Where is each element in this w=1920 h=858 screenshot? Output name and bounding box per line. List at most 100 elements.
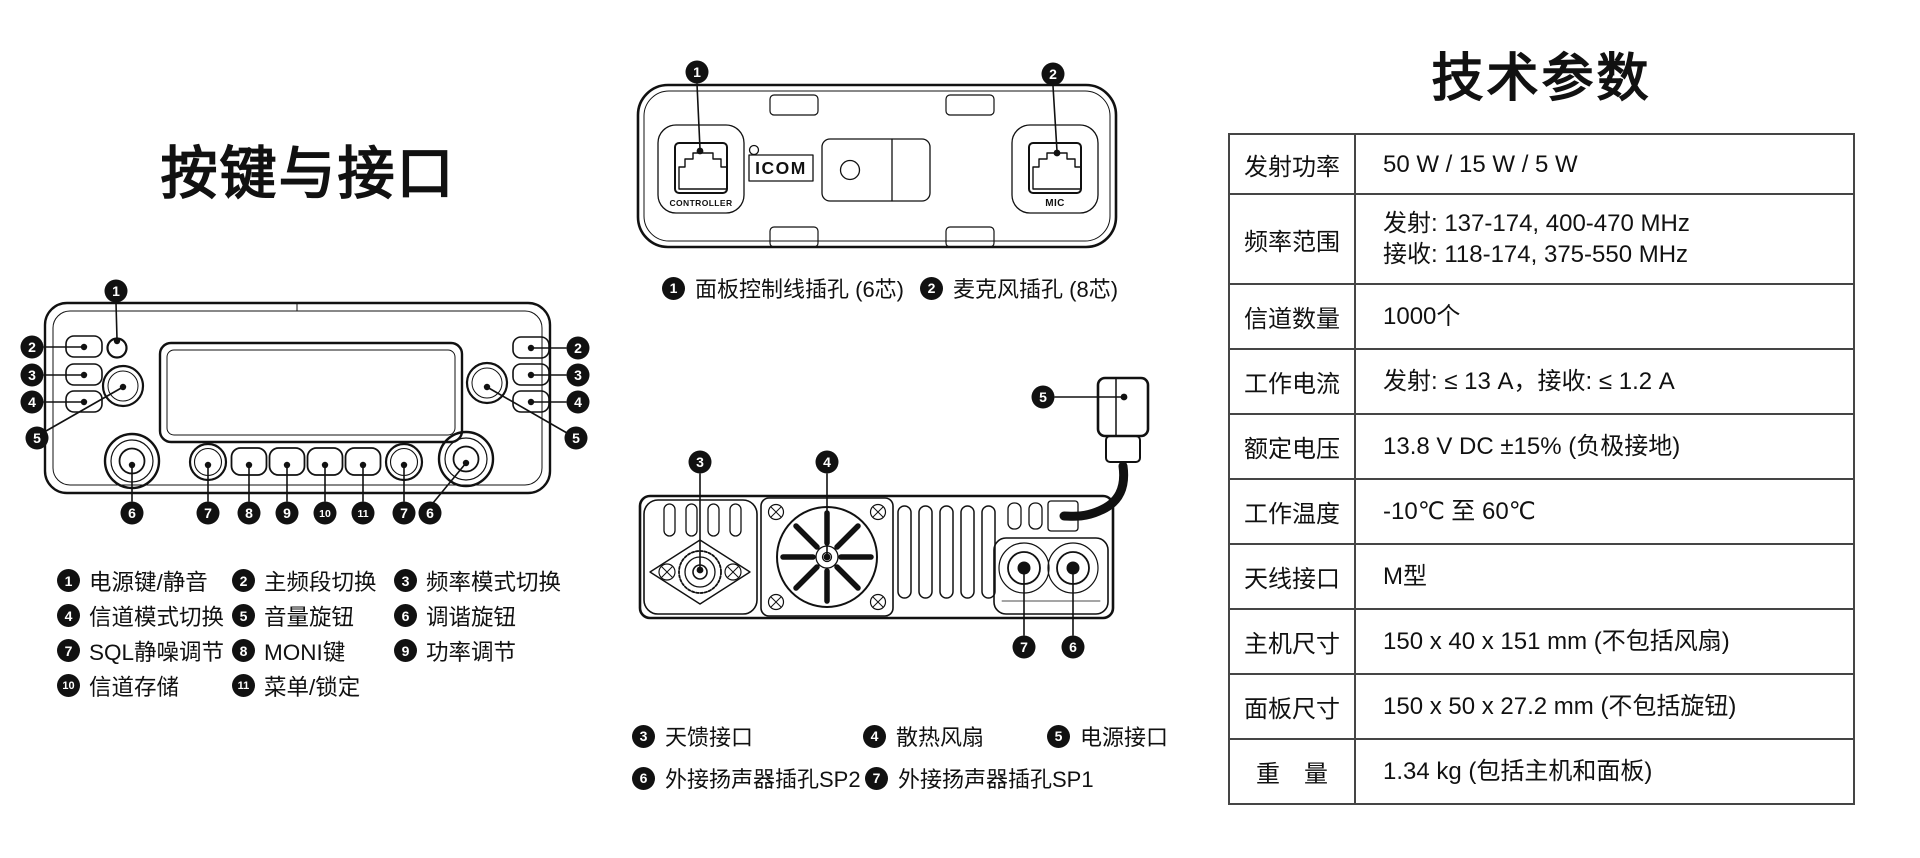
svg-text:6: 6 [1069, 639, 1077, 655]
callout-badge-9: 9 [275, 501, 299, 525]
power-connector [1059, 376, 1150, 521]
mic-jack: MIC [1011, 124, 1099, 214]
callout-badge-7: 7 [196, 501, 220, 525]
caption-label: 外接扬声器插孔SP2 [665, 767, 861, 792]
spec-value: 13.8 V DC ±15% (负极接地) [1356, 415, 1853, 478]
callout-badge-5: 5 [232, 604, 255, 627]
specs-title: 技术参数 [1431, 50, 1652, 108]
legend-label: 调谐旋钮 [426, 604, 517, 630]
callout-badge-9: 9 [394, 639, 417, 662]
caption-label: 电源接口 [1080, 725, 1169, 750]
callout-badge-7: 7 [865, 766, 888, 790]
front-panel-diagram: 1 2 3 4 5 2 3 4 5 6 7 8 9 10 11 7 6 [20, 279, 590, 525]
callout-badge-3: 3 [394, 569, 417, 592]
leader-lines [696, 83, 1061, 157]
spec-value-text: 150 x 50 x 27.2 mm (不包括旋钮) [1383, 693, 1737, 720]
spec-value-text: 50 W / 15 W / 5 W [1383, 150, 1578, 178]
table-row: 重 量 1.34 kg (包括主机和面板) [1230, 738, 1853, 803]
spec-value: -10℃ 至 60℃ [1356, 480, 1853, 543]
callout-badge-3: 3 [688, 450, 712, 474]
spec-label: 工作温度 [1230, 480, 1356, 543]
callout-badge-2: 2 [232, 569, 255, 592]
callout-badge-4: 4 [566, 390, 590, 414]
caption-item: 7 外接扬声器插孔SP1 [865, 762, 1094, 794]
power-cable [1059, 461, 1129, 521]
legend-label: SQL静噪调节 [89, 639, 225, 665]
legend-label: MONI键 [264, 639, 346, 665]
spec-value-text: 1.34 kg (包括主机和面板) [1383, 758, 1653, 785]
spec-value: 1.34 kg (包括主机和面板) [1356, 740, 1853, 803]
svg-text:1: 1 [693, 64, 701, 80]
callout-badge-1: 1 [685, 60, 709, 84]
spec-label: 天线接口 [1230, 545, 1356, 608]
callout-badge-4: 4 [863, 724, 886, 748]
caption-label: 散热风扇 [896, 725, 985, 750]
caption-label: 天馈接口 [665, 725, 754, 750]
callout-badge-4: 4 [815, 450, 839, 474]
callout-badge-2: 2 [920, 276, 944, 300]
legend-item: 6 调谐旋钮 [394, 600, 561, 632]
spec-value-text: 150 x 40 x 151 mm (不包括风扇) [1383, 628, 1730, 655]
spec-label: 信道数量 [1230, 285, 1356, 348]
volume-knob-left [101, 364, 145, 408]
callout-badge-1: 1 [662, 276, 685, 300]
svg-text:7: 7 [1020, 639, 1028, 655]
svg-text:4: 4 [823, 454, 831, 470]
svg-text:4: 4 [574, 394, 582, 410]
radio-rear-case [638, 494, 1115, 620]
callout-badge-6: 6 [394, 604, 417, 627]
svg-text:5: 5 [572, 430, 580, 446]
table-row: 发射功率 50 W / 15 W / 5 W [1230, 135, 1853, 193]
callout-badge-8: 8 [237, 501, 261, 525]
svg-text:11: 11 [357, 508, 368, 520]
callout-badge-11: 11 [351, 501, 375, 525]
speaker-jack-panel [993, 537, 1109, 615]
controller-jack: CONTROLLER [657, 124, 745, 214]
spec-label: 额定电压 [1230, 415, 1356, 478]
legend-item: 9 功率调节 [394, 635, 561, 667]
caption-label: 麦克风插孔 (8芯) [953, 277, 1119, 302]
front-panel-case [43, 301, 552, 495]
legend-item: 3 频率模式切换 [394, 565, 561, 597]
spec-label: 频率范围 [1230, 195, 1356, 283]
legend-label: 功率调节 [426, 639, 517, 665]
svg-text:5: 5 [33, 430, 41, 446]
callout-badge-10: 10 [57, 674, 80, 697]
tuning-knob-right [437, 430, 495, 488]
svg-text:5: 5 [1039, 389, 1047, 405]
svg-text:9: 9 [283, 505, 291, 521]
legend-label: 电源键/静音 [89, 569, 208, 595]
caption-label: 面板控制线插孔 (6芯) [695, 277, 905, 302]
page-title: 按键与接口 [160, 142, 456, 206]
spec-value-text: 发射: ≤ 13 A，接收: ≤ 1.2 A [1383, 368, 1675, 395]
legend-label: 信道模式切换 [89, 604, 225, 630]
spec-value-text: -10℃ 至 60℃ [1383, 498, 1536, 525]
caption-item: 4 散热风扇 [863, 720, 984, 752]
spec-value-text: M型 [1383, 563, 1427, 590]
icom-logo: ICOM [748, 144, 814, 182]
mounting-bracket [821, 138, 931, 202]
svg-text:6: 6 [128, 505, 136, 521]
panel-rear-diagram: CONTROLLER ICOM MIC 1 2 [636, 60, 1118, 249]
caption-label: 外接扬声器插孔SP1 [898, 767, 1094, 792]
callout-badge-2: 2 [1041, 62, 1065, 86]
function-buttons [230, 447, 382, 476]
vent-slots [897, 500, 1079, 599]
spec-label: 重 量 [1230, 740, 1356, 803]
spec-label: 面板尺寸 [1230, 675, 1356, 738]
caption-item: 2 麦克风插孔 (8芯) [920, 272, 1118, 304]
specs-table: 发射功率 50 W / 15 W / 5 W 频率范围 发射: 137-174,… [1228, 133, 1855, 805]
radio-rear-captions: 3 天馈接口 4 散热风扇 5 电源接口 6 外接扬声器插孔SP2 7 外接扬声… [621, 717, 1221, 807]
spec-value: 发射: 137-174, 400-470 MHz 接收: 118-174, 37… [1356, 195, 1853, 283]
brand-logo-text: ICOM [755, 158, 807, 178]
legend-label: 频率模式切换 [426, 569, 562, 595]
caption-item: 1 面板控制线插孔 (6芯) [662, 272, 904, 304]
lcd-display [158, 341, 464, 444]
svg-text:7: 7 [400, 505, 408, 521]
